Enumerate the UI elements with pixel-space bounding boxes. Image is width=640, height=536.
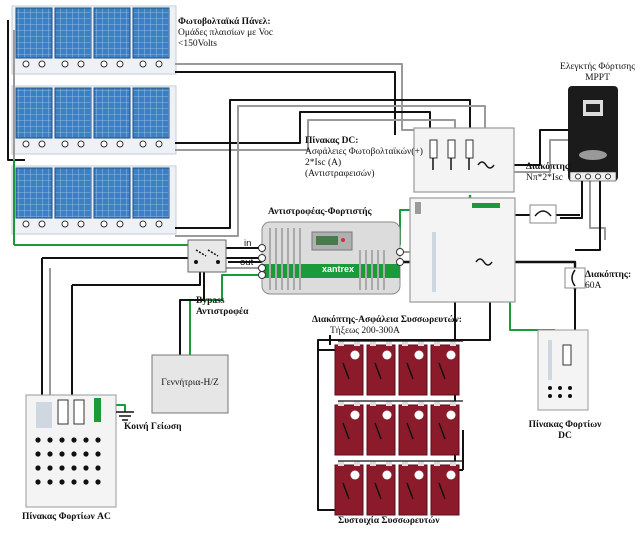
fuse-icon <box>475 258 493 266</box>
battery-icon <box>398 344 428 396</box>
inverter-title: Αντιστροφέας-Φορτιστής <box>268 207 372 217</box>
pv-panel-title: Φωτοβολταϊκά Πάνελ: <box>178 17 271 27</box>
battery-icon <box>430 464 460 516</box>
breaker-icon <box>564 267 586 289</box>
solar-panel-icon <box>93 7 131 59</box>
dc-panel-title: Πίνακας DC: <box>305 136 359 146</box>
bypass-switch <box>187 239 227 273</box>
charge-controller-icon <box>568 86 618 182</box>
dc-panel-desc-2: 2*Isc (A) <box>305 158 342 168</box>
battery-icon <box>398 464 428 516</box>
solar-panel-icon <box>15 167 53 219</box>
solar-panel-icon <box>54 7 92 59</box>
solar-panel-icon <box>132 167 170 219</box>
solar-panel-icon <box>93 167 131 219</box>
dc-fuse-panel <box>409 127 516 303</box>
battery-icon <box>334 344 364 396</box>
battery-icon <box>430 404 460 456</box>
battery-icon <box>366 464 396 516</box>
fuse-icon <box>477 161 495 169</box>
battery-bank <box>334 340 463 516</box>
dc-panel-desc-3: (Αντιστραφεισών) <box>305 169 375 179</box>
generator-label: Γεννήτρια-Η/Ζ <box>161 378 219 388</box>
battery-icon <box>398 404 428 456</box>
bypass-title: Bypass <box>196 296 225 306</box>
inverter-icon <box>258 221 404 295</box>
battery-icon <box>366 344 396 396</box>
dc-panel-desc-1: Ασφάλειες Φωτοβολταϊκών(+) <box>305 147 423 157</box>
dc-load-panel-title: Πίνακας Φορτίων <box>528 420 602 430</box>
breaker1-rating: Nπ*2*Isc <box>526 173 563 183</box>
solar-panel-icon <box>15 7 53 59</box>
inverter-in-label: in <box>244 238 252 249</box>
pv-array <box>11 5 177 235</box>
breaker-icon <box>529 204 557 224</box>
battery-fuse-rating: Τήξεως 200-300A <box>330 326 400 336</box>
breaker2-rating: 60A <box>585 281 602 291</box>
inverter-out-label: out <box>240 257 254 268</box>
battery-icon <box>334 464 364 516</box>
solar-panel-icon <box>132 87 170 139</box>
solar-panel-icon <box>54 87 92 139</box>
battery-icon <box>366 404 396 456</box>
ac-panel-label: Πίνακας Φορτίων AC <box>22 512 111 522</box>
battery-icon <box>430 344 460 396</box>
mppt-subtitle: MPPT <box>585 73 610 83</box>
solar-panel-icon <box>54 167 92 219</box>
generator-icon <box>151 354 229 414</box>
battery-fuse-title: Διακόπτης-Ασφάλεια Συσσωρευτών: <box>312 315 462 325</box>
inverter-brand: xantrex <box>322 264 355 274</box>
dc-load-panel-subtitle: DC <box>558 431 572 441</box>
breaker1-title: Διακόπτης: <box>526 162 573 172</box>
breaker2-title: Διακόπτης: <box>585 270 632 280</box>
solar-panel-icon <box>93 87 131 139</box>
pv-panel-desc-1: Ομάδες πλαισίων με Voc <box>178 28 274 38</box>
dc-load-panel <box>537 329 589 411</box>
ground-icon <box>116 411 134 421</box>
pv-panel-desc-2: <150Volts <box>178 39 217 49</box>
battery-bank-label: Συστοιχία Συσσωρευτών <box>338 516 440 526</box>
bypass-subtitle: Αντιστροφέα <box>196 307 249 317</box>
ac-load-panel <box>25 394 117 508</box>
common-ground-label: Κοινή Γείωση <box>124 422 182 432</box>
solar-panel-icon <box>132 7 170 59</box>
battery-icon <box>334 404 364 456</box>
solar-panel-icon <box>15 87 53 139</box>
mppt-title: Ελεγκτής Φόρτισης <box>560 62 635 72</box>
